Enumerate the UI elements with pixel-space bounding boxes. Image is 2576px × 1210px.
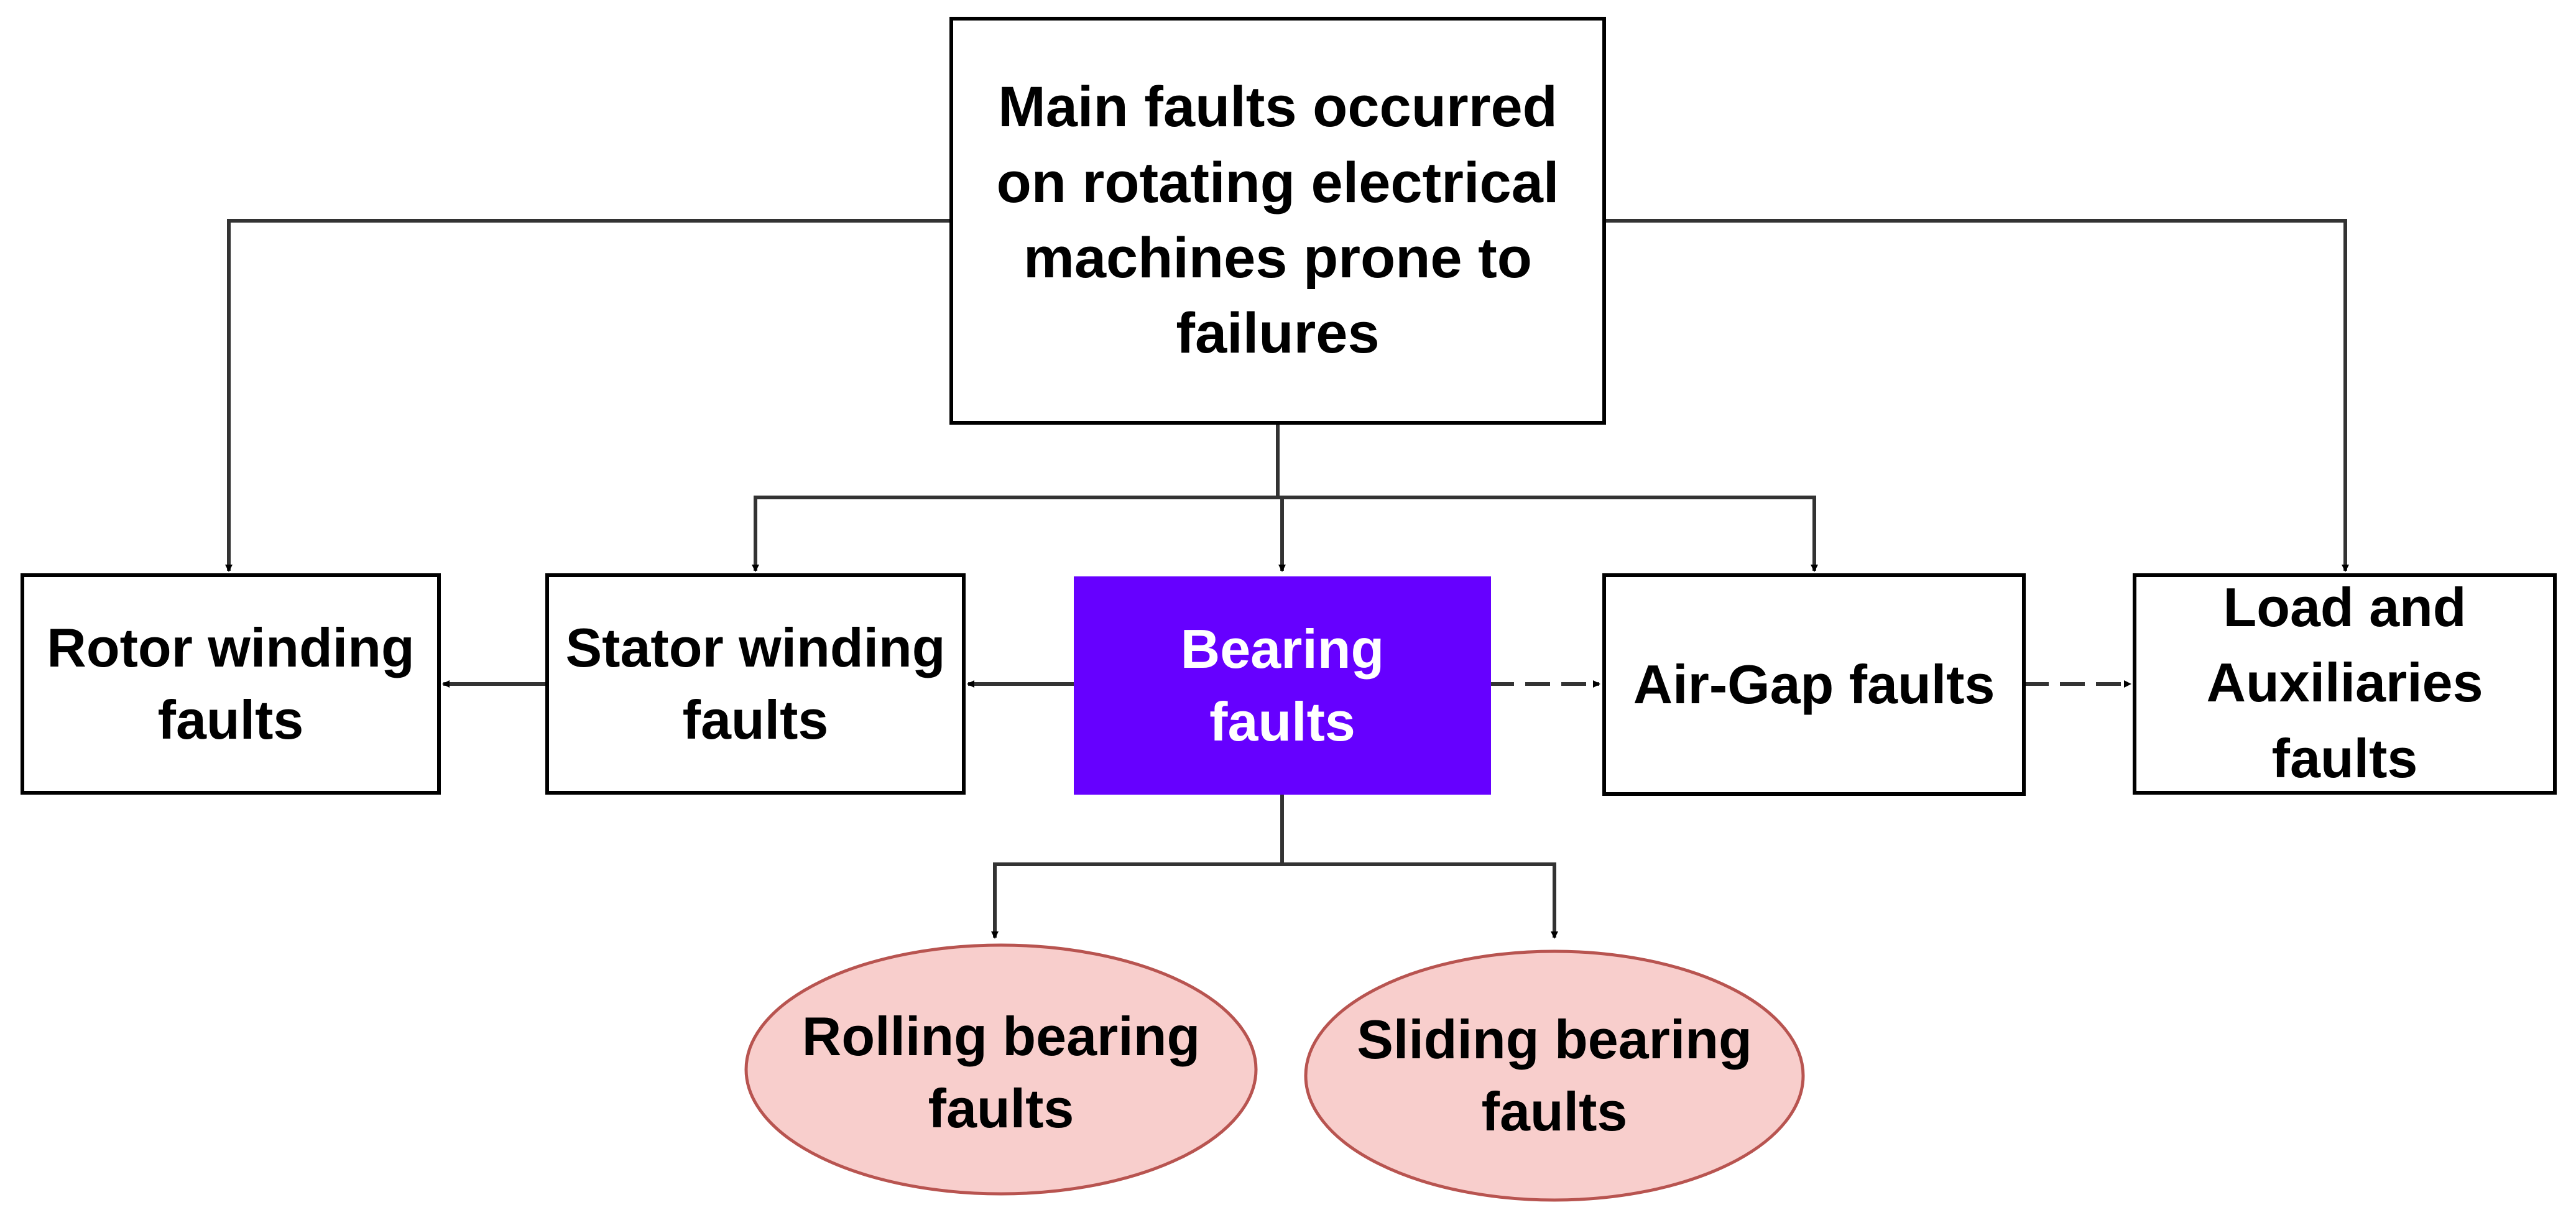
sliding-node-text: Sliding bearing faults <box>1357 1008 1752 1142</box>
main-node-label: Main faults occurred on rotating electri… <box>951 19 1604 423</box>
edge-main-to-stator <box>752 496 1278 572</box>
rolling-node-label: Rolling bearing faults <box>746 948 1256 1197</box>
bearing-node-text: Bearing faults <box>1180 618 1385 752</box>
bearing-box <box>1074 576 1491 795</box>
stator-node-label: Stator winding faults <box>547 575 964 793</box>
load-box <box>2133 573 2557 795</box>
bearing-node-label: Bearing faults <box>1076 578 1489 793</box>
edge-bearing-to-sliding <box>1282 862 1558 939</box>
edge-main-to-bearing <box>1278 496 1286 572</box>
stator-box <box>545 573 966 795</box>
edge-main-to-rotor <box>225 219 951 572</box>
rotor-box <box>21 573 441 795</box>
main-node-text: Main faults occurred on rotating electri… <box>996 75 1559 366</box>
rolling-node-text: Rolling bearing faults <box>801 1005 1201 1139</box>
load-node-label: Load and Auxiliaries faults <box>2135 573 2555 792</box>
connectors <box>225 219 2349 939</box>
airgap-box <box>1602 573 2026 796</box>
edge-main-to-airgap <box>1278 496 1818 572</box>
edge-bearing-to-rolling <box>991 862 1282 939</box>
airgap-node-label: Air-Gap faults <box>1604 575 2024 794</box>
rolling-ellipse <box>744 943 1258 1196</box>
airgap-node-text: Air-Gap faults <box>1633 653 1995 715</box>
sliding-ellipse <box>1304 949 1805 1202</box>
stator-node-text: Stator winding faults <box>565 616 946 750</box>
sliding-node-label: Sliding bearing faults <box>1306 951 1803 1200</box>
rotor-node-label: Rotor winding faults <box>22 575 439 793</box>
load-node-text: Load and Auxiliaries faults <box>2206 576 2483 789</box>
rotor-node-text: Rotor winding faults <box>47 616 415 750</box>
main-box <box>949 17 1606 425</box>
edge-main-to-load <box>1604 219 2349 572</box>
nodes <box>21 17 2557 1202</box>
